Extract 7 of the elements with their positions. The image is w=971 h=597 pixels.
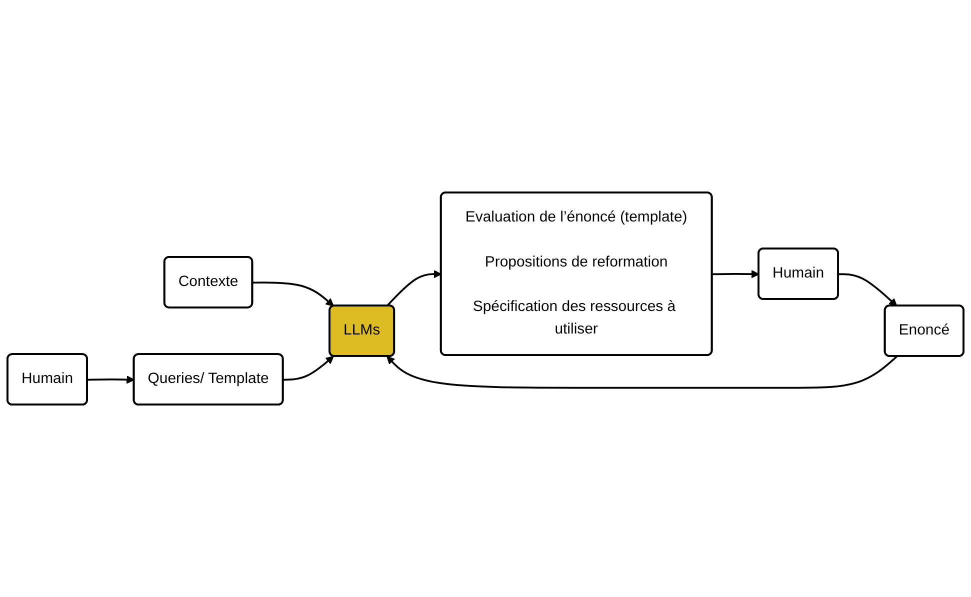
arrow xyxy=(386,356,898,389)
arrow xyxy=(386,270,442,307)
arrow xyxy=(87,376,135,384)
arrow xyxy=(283,356,334,381)
arrow xyxy=(252,282,334,306)
arrow xyxy=(838,273,898,306)
arrow xyxy=(712,270,760,278)
